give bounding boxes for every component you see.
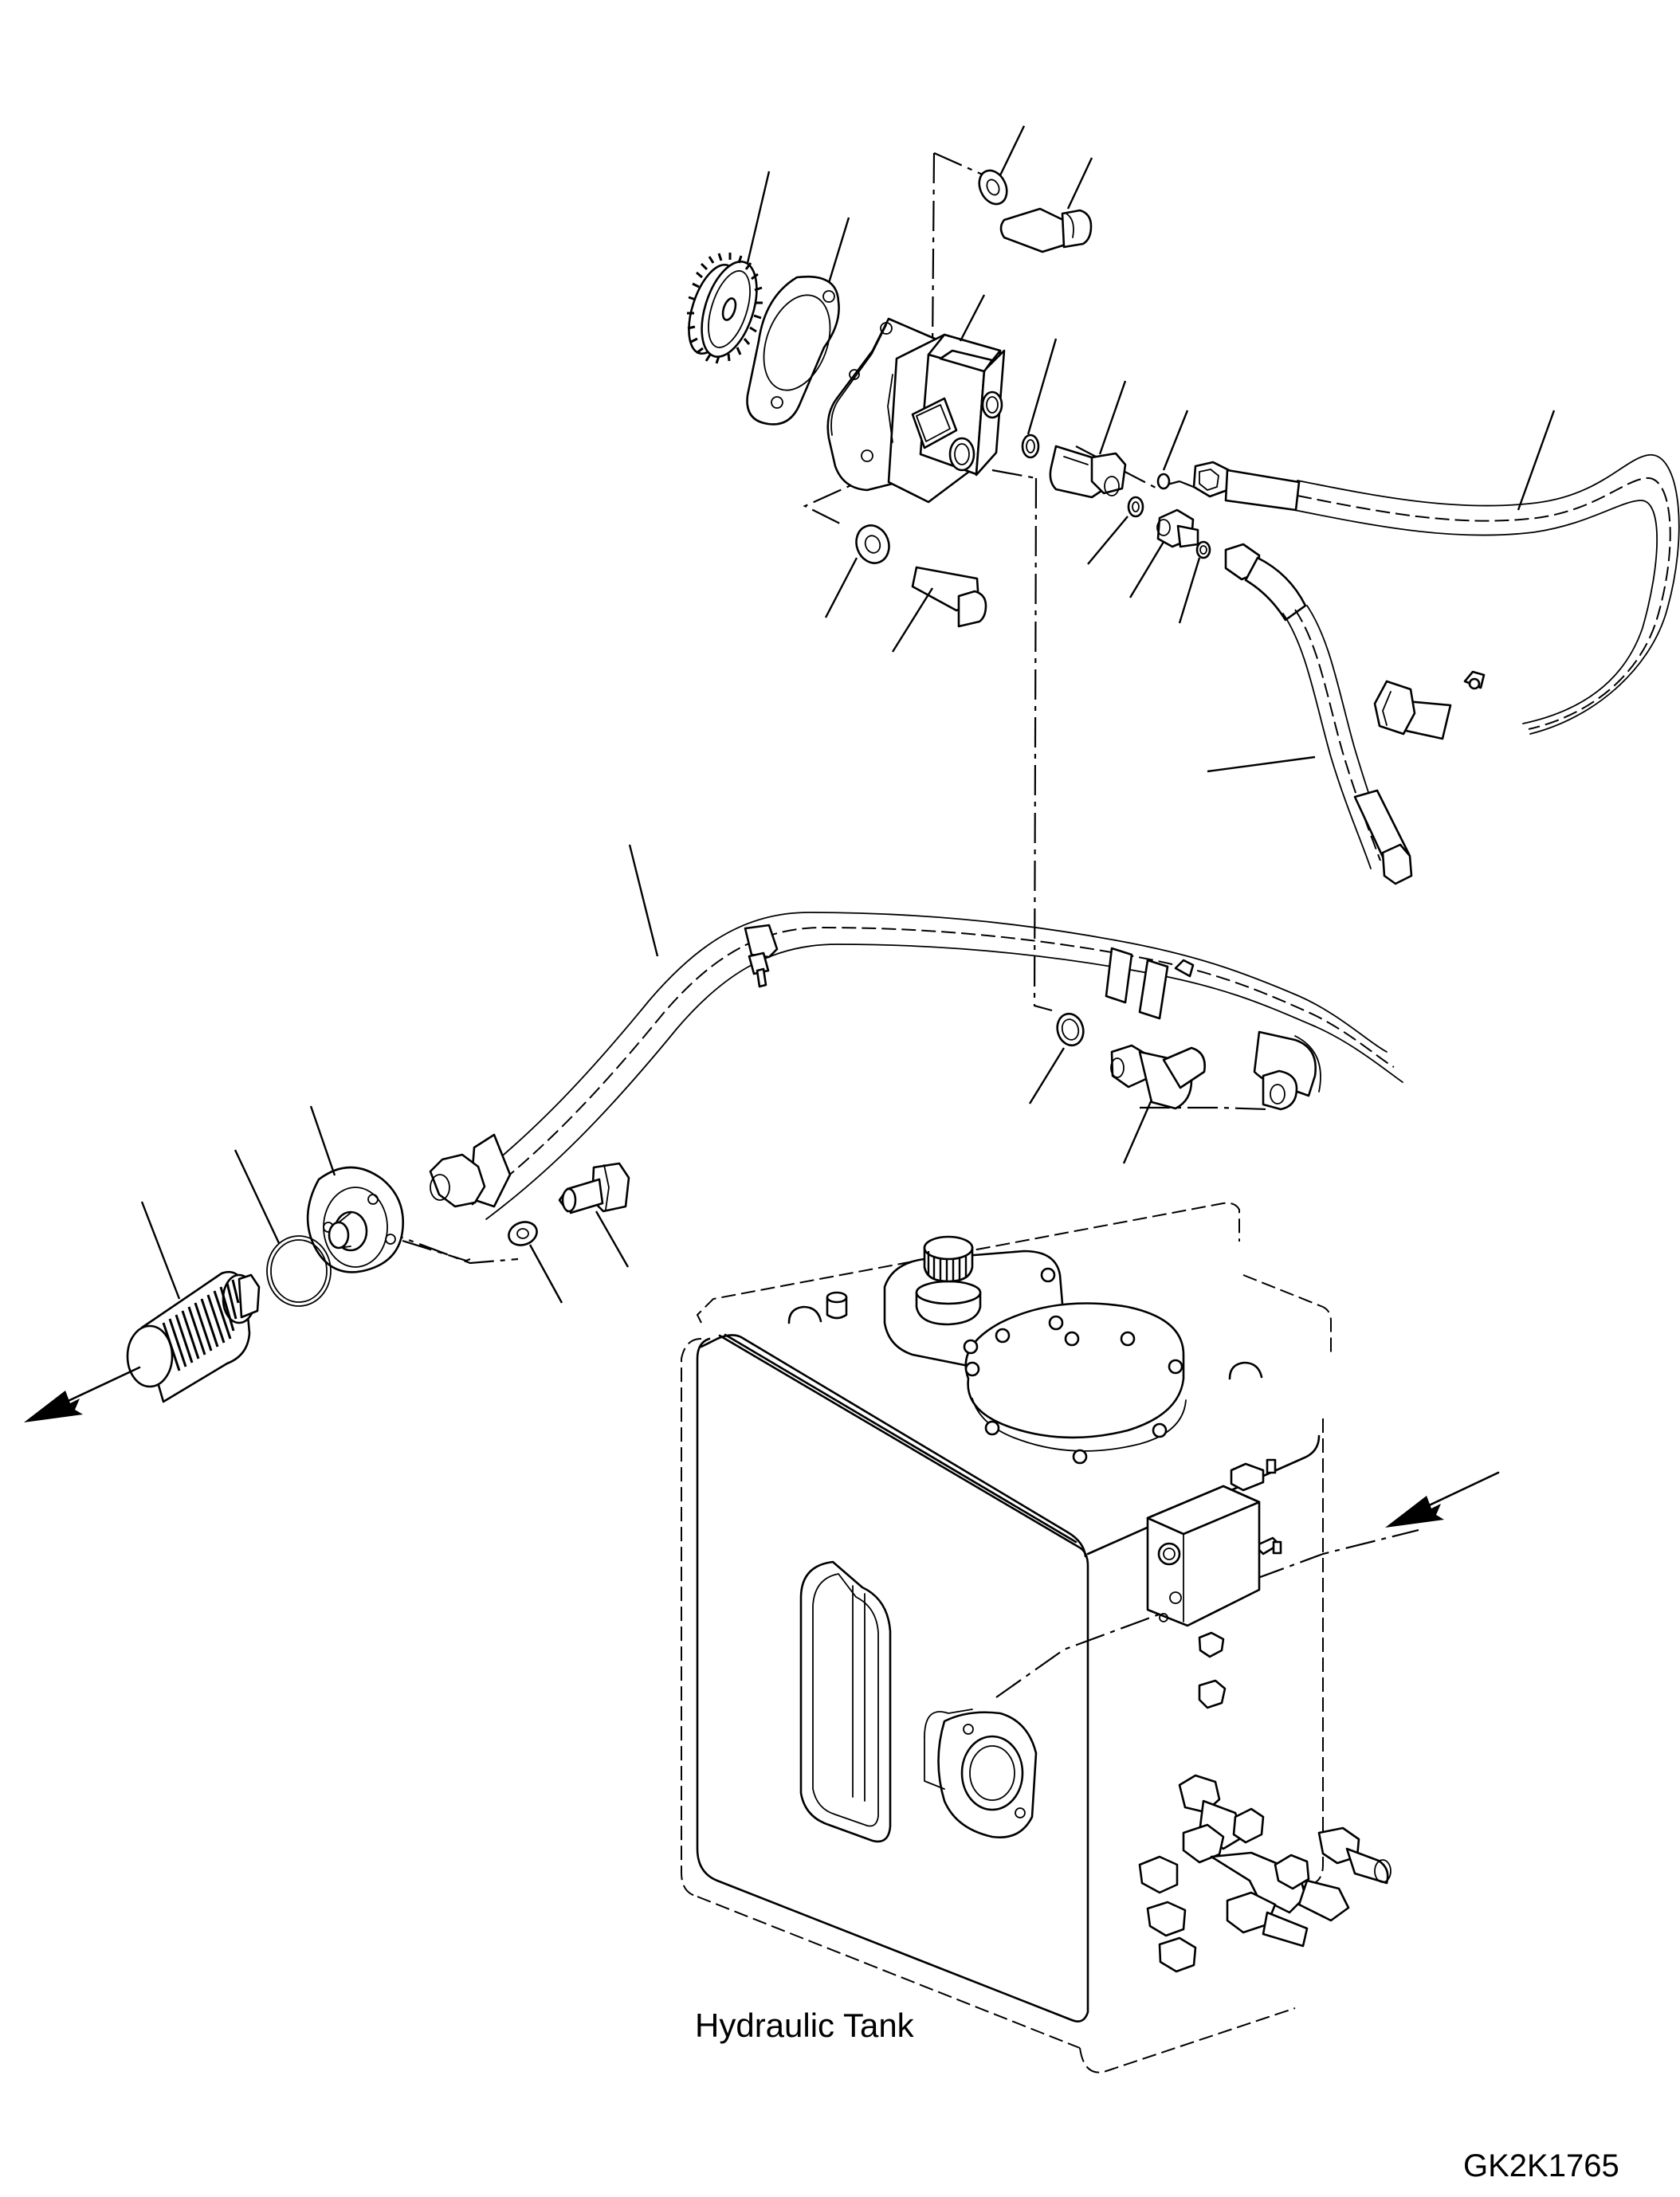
tank-label: Hydraulic Tank	[695, 2007, 914, 2044]
hex-bolt-icon	[978, 169, 1093, 253]
adapter-fitting-icon	[1156, 508, 1199, 548]
direction-arrow-icon	[1385, 1471, 1500, 1528]
gear-pump-icon	[826, 317, 1006, 504]
hex-bolt-icon	[855, 524, 987, 628]
elbow-fitting-icon	[1110, 1044, 1206, 1110]
hydraulic-tank-icon	[681, 1202, 1391, 2073]
o-ring-icon	[1056, 1012, 1085, 1047]
flange-plate-icon	[306, 1166, 404, 1273]
hex-bolt-icon	[558, 1162, 630, 1214]
callout-leaders	[140, 125, 1556, 1304]
flange-gasket-icon	[746, 275, 840, 426]
suction-hose-icon	[429, 912, 1403, 1220]
o-ring-icon	[266, 1235, 332, 1307]
suction-strainer-icon	[126, 1270, 261, 1403]
flat-washer-icon	[508, 1221, 538, 1246]
drawing-number: GK2K1765	[1463, 2148, 1619, 2183]
drive-gear-icon	[687, 253, 763, 364]
o-ring-icon	[1127, 473, 1211, 559]
o-ring-icon	[1021, 434, 1040, 459]
hydraulic-hose-icon	[1192, 454, 1680, 885]
direction-arrow-icon	[24, 1366, 141, 1422]
relief-valve-icon	[1049, 445, 1127, 499]
